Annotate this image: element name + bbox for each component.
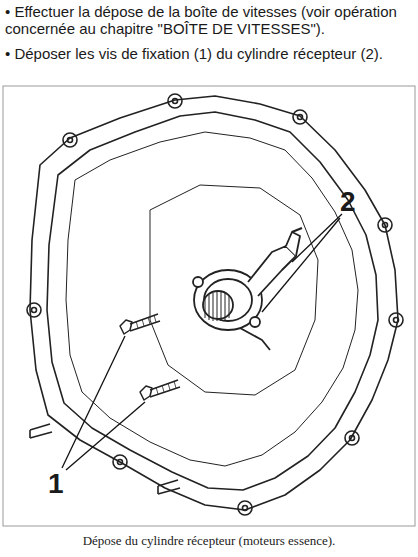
gearbox-case bbox=[150, 185, 318, 395]
bell-housing bbox=[30, 96, 398, 510]
instruction-text: • Effectuer la dépose de la boîte de vit… bbox=[5, 3, 413, 37]
leader-line bbox=[62, 336, 125, 468]
dowel-stud bbox=[30, 424, 52, 438]
fixing-screw bbox=[120, 314, 180, 400]
slave-cylinder bbox=[193, 228, 302, 350]
instruction-text: • Déposer les vis de fixation (1) du cyl… bbox=[5, 45, 413, 62]
housing-rib bbox=[66, 132, 358, 466]
bell-housing-inner bbox=[47, 112, 378, 490]
figure-frame bbox=[3, 86, 415, 526]
leader-line bbox=[262, 218, 340, 312]
callout-number: 2 bbox=[340, 188, 356, 216]
leader-line bbox=[66, 402, 145, 470]
dowel-stud bbox=[158, 480, 180, 494]
figure-caption: Dépose du cylindre récepteur (moteurs es… bbox=[0, 533, 418, 548]
callout-number: 1 bbox=[48, 470, 64, 498]
leader-line bbox=[292, 214, 342, 262]
